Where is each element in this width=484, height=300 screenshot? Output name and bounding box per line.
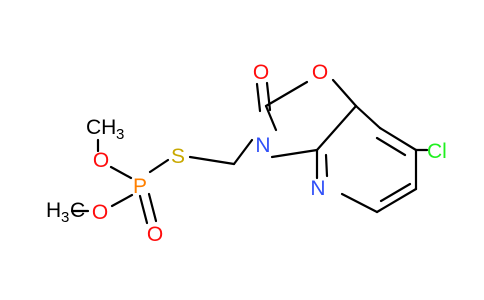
bond-carbonyl-a bbox=[255, 82, 262, 113]
atom-o-phosphoryl: O bbox=[147, 223, 163, 246]
bond-c7-c7a bbox=[378, 126, 418, 152]
atom-s: S bbox=[171, 145, 185, 168]
bond-p-o-bottom bbox=[110, 193, 134, 208]
bond-p-o-double-b bbox=[147, 192, 158, 223]
bond-n3-c3a bbox=[270, 148, 319, 159]
atom-o-ring: O bbox=[312, 61, 328, 84]
bond-c2-o1 bbox=[264, 80, 309, 108]
atom-n-ring: N bbox=[255, 134, 270, 157]
atom-cl: Cl bbox=[427, 140, 447, 163]
bond-c2-n3 bbox=[264, 104, 278, 132]
bond-n4-c5 bbox=[340, 192, 379, 214]
bond-carbonyl-b bbox=[265, 81, 272, 112]
methyl-bottom-h: H bbox=[46, 199, 61, 222]
bonds bbox=[70, 78, 429, 225]
atom-o-ester-bottom: O bbox=[92, 201, 108, 224]
bond-c3a-n4-inner bbox=[324, 153, 329, 178]
bond-s-p bbox=[148, 158, 170, 174]
bond-c5-c6 bbox=[375, 187, 418, 214]
methyl-bottom-c: C bbox=[70, 199, 85, 222]
methyl-top-subscript: 3 bbox=[116, 126, 124, 143]
bond-ch2-s bbox=[188, 155, 236, 166]
atom-labels: O O N N Cl S P O O O CH 3 H 3 C bbox=[46, 61, 447, 246]
bond-c7-c7a-inner bbox=[375, 136, 407, 157]
atom-o-carbonyl: O bbox=[253, 61, 269, 84]
atom-p: P bbox=[133, 175, 147, 198]
methyl-bottom: H 3 C bbox=[46, 199, 85, 226]
methyl-bottom-subscript: 3 bbox=[61, 209, 69, 226]
bond-n3-ch2 bbox=[232, 138, 254, 166]
atom-o-ester-top: O bbox=[93, 149, 109, 172]
methyl-top-ch: CH bbox=[86, 116, 116, 139]
bond-c5-c6-inner bbox=[379, 182, 412, 203]
bond-c7a-ring bbox=[354, 104, 382, 130]
methyl-top: CH 3 bbox=[86, 116, 124, 143]
bond-o1-c7a bbox=[331, 78, 358, 108]
bond-c3a-c7a bbox=[315, 104, 358, 152]
atom-n-pyridine: N bbox=[310, 177, 325, 200]
bond-p-o-top bbox=[109, 165, 133, 180]
bond-p-o-double-a bbox=[138, 194, 149, 225]
